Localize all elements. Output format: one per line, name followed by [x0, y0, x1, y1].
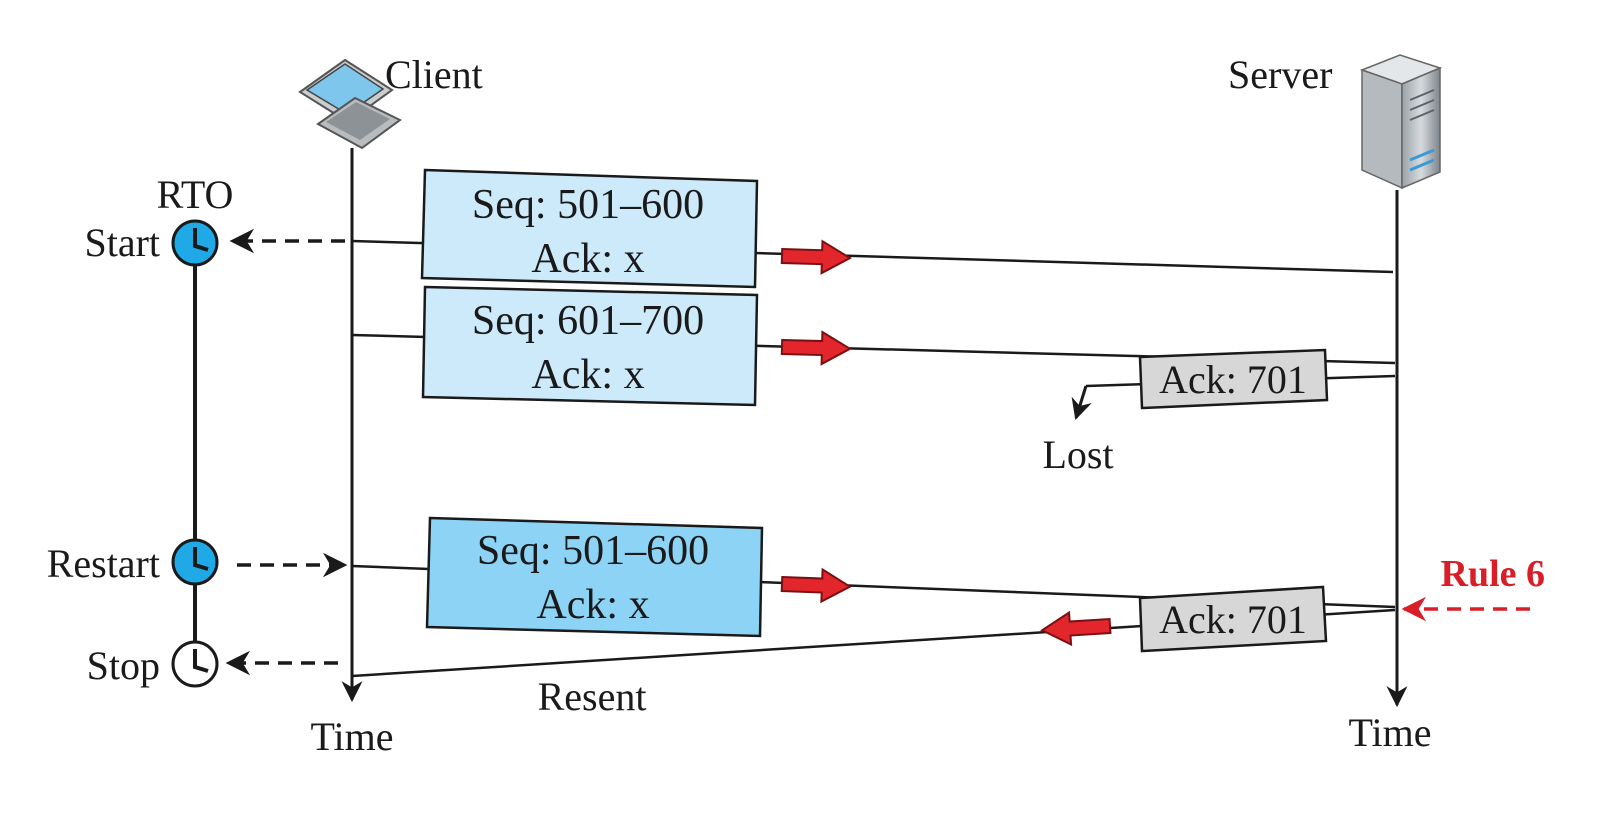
- segment-seq: Seq: 501–600: [472, 182, 704, 228]
- laptop-icon: [298, 58, 402, 150]
- server-label: Server: [1228, 52, 1332, 97]
- rule-label: Rule 6: [1441, 553, 1546, 595]
- server-time-label: Time: [1348, 710, 1431, 755]
- stop-label: Stop: [87, 643, 160, 688]
- client-label: Client: [385, 52, 483, 97]
- segment-ack: Ack: x: [536, 582, 649, 628]
- segment-box: Seq: 501–600 Ack: x: [425, 516, 764, 638]
- lost-label: Lost: [1042, 432, 1113, 477]
- server-icon: [1359, 54, 1443, 190]
- red-arrow-icon: [780, 239, 852, 275]
- red-arrow-icon: [780, 567, 852, 604]
- segment-box: Seq: 601–700 Ack: x: [421, 285, 759, 407]
- red-arrow-icon: [780, 330, 852, 366]
- ack-box: Ack: 701: [1138, 348, 1329, 410]
- segment-box: Seq: 501–600 Ack: x: [420, 168, 759, 289]
- restart-label: Restart: [47, 541, 160, 586]
- red-arrow-icon: [1040, 610, 1112, 647]
- segment-ack: Ack: x: [531, 352, 644, 398]
- ack-label: Ack: 701: [1159, 597, 1307, 642]
- resent-label: Resent: [538, 674, 647, 719]
- clock-icon-restart: [171, 538, 219, 586]
- clock-icon-stop: [171, 640, 219, 688]
- segment-ack: Ack: x: [531, 236, 644, 282]
- start-label: Start: [84, 220, 160, 265]
- lost-arrow: [1071, 385, 1092, 421]
- segment-seq: Seq: 601–700: [472, 298, 704, 344]
- ack-label: Ack: 701: [1159, 357, 1307, 402]
- clock-icon-start: [171, 219, 219, 267]
- ack-box: Ack: 701: [1138, 585, 1328, 653]
- client-time-label: Time: [310, 714, 393, 759]
- rto-label: RTO: [157, 172, 234, 217]
- segment-seq: Seq: 501–600: [477, 528, 709, 574]
